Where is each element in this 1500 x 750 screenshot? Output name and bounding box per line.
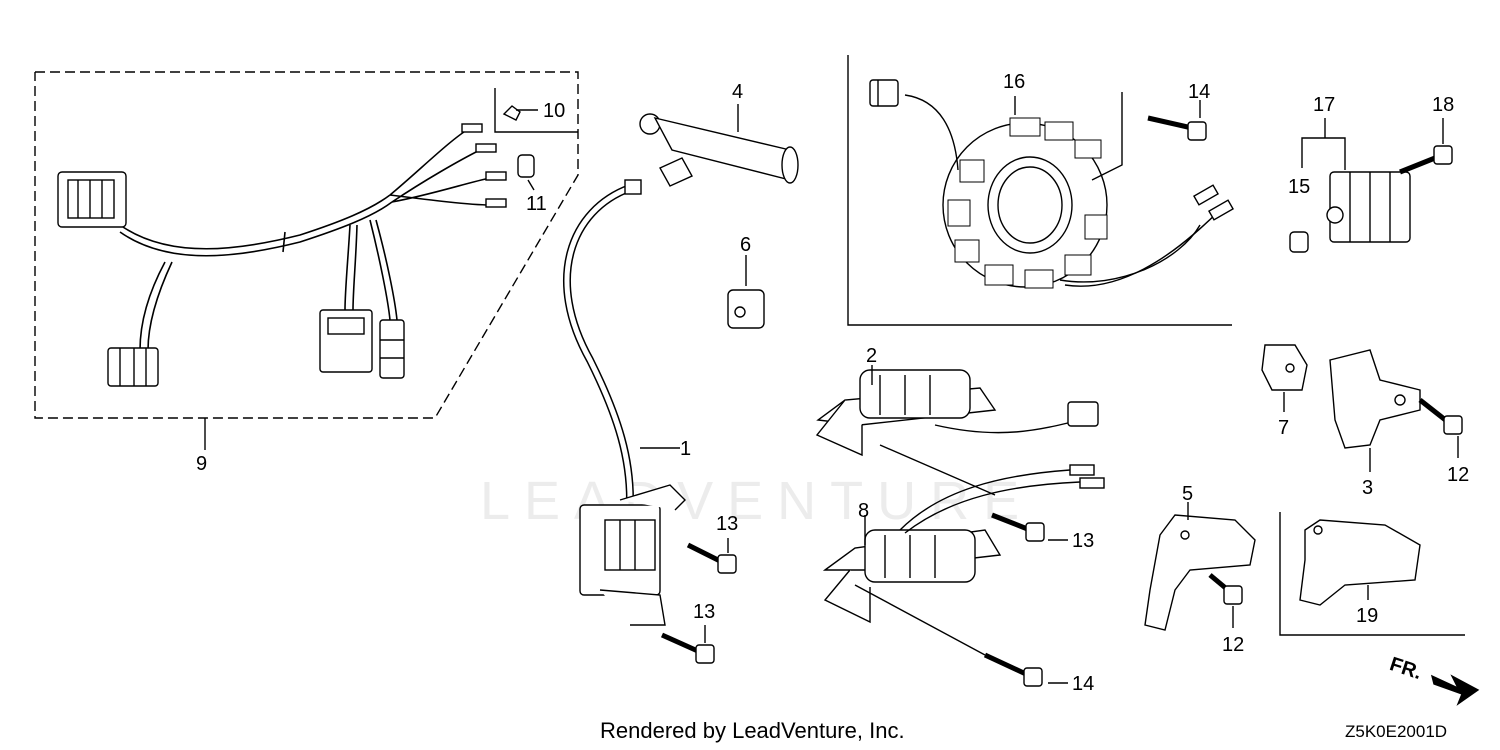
callout-4[interactable]: 4 xyxy=(732,81,743,103)
harness-connector-lower-left xyxy=(107,347,159,387)
wire-harness xyxy=(119,127,491,351)
front-direction-label: FR. xyxy=(1387,653,1424,684)
stator-assembly xyxy=(904,94,1226,289)
harness-terminals xyxy=(461,123,507,208)
callout-6[interactable]: 6 xyxy=(740,234,751,256)
coil-2 xyxy=(815,369,1081,457)
bolt-14-coil xyxy=(983,652,1043,687)
harness-group-frame xyxy=(34,71,579,419)
diagram-code: Z5K0E2001D xyxy=(1345,722,1448,741)
bolt-13-coil xyxy=(991,512,1045,542)
callout-18[interactable]: 18 xyxy=(1432,94,1454,116)
harness-subgroup-frame xyxy=(494,88,578,133)
bolt-18 xyxy=(1399,145,1453,175)
callout-7[interactable]: 7 xyxy=(1278,417,1289,439)
callout-5[interactable]: 5 xyxy=(1182,483,1193,505)
watermark-text: LEADVENTURE xyxy=(480,471,1034,531)
callout-14b[interactable]: 14 xyxy=(1072,673,1094,695)
part-15-bushing xyxy=(1289,231,1309,253)
callout-9[interactable]: 9 xyxy=(196,453,207,475)
callout-2[interactable]: 2 xyxy=(866,345,877,367)
callout-12a[interactable]: 12 xyxy=(1447,464,1469,486)
part-10-clip-icon xyxy=(502,105,521,121)
spark-plug-cap xyxy=(639,113,799,187)
front-direction-arrow-icon xyxy=(1430,674,1480,706)
harness-connector-main xyxy=(57,171,127,228)
part-7-clip xyxy=(1261,344,1308,391)
callout-3[interactable]: 3 xyxy=(1362,477,1373,499)
callout-19[interactable]: 19 xyxy=(1356,605,1378,627)
harness-connector-lower-center xyxy=(319,309,373,373)
callout-12b[interactable]: 12 xyxy=(1222,634,1244,656)
bolt-13-upper xyxy=(686,542,737,574)
bolt-13-lower xyxy=(660,632,715,664)
harness-connector-small xyxy=(379,319,405,379)
part-3-bracket xyxy=(1329,349,1421,449)
part-17-block xyxy=(1326,171,1411,243)
callout-1[interactable]: 1 xyxy=(680,438,691,460)
footer: Rendered by LeadVenture, Inc. Z5K0E2001D xyxy=(0,712,1500,750)
render-credit: Rendered by LeadVenture, Inc. xyxy=(600,718,905,743)
part-19-bracket xyxy=(1299,519,1421,606)
callout-8[interactable]: 8 xyxy=(858,500,869,522)
callout-17[interactable]: 17 xyxy=(1313,94,1335,116)
bolt-12-bracket5 xyxy=(1208,573,1243,605)
coil-8-terminals xyxy=(1069,464,1105,489)
callout-13c[interactable]: 13 xyxy=(1072,530,1094,552)
bolt-12-bracket3 xyxy=(1418,398,1463,435)
stator-connector xyxy=(869,79,899,107)
part-5-bracket xyxy=(1144,514,1256,631)
callout-14a[interactable]: 14 xyxy=(1188,81,1210,103)
diagram-drawing: 1 2 3 4 5 6 7 8 9 10 11 12 12 13 13 13 1… xyxy=(34,55,1480,706)
bracket-group-frame xyxy=(1279,512,1465,636)
callout-10[interactable]: 10 xyxy=(543,100,565,122)
callout-15[interactable]: 15 xyxy=(1288,176,1310,198)
part-6-grommet xyxy=(727,289,765,329)
bolt-14-stator xyxy=(1147,115,1207,141)
part-11-sleeve-icon xyxy=(517,154,535,178)
callout-11[interactable]: 11 xyxy=(526,193,547,215)
ignition-coil xyxy=(563,179,686,626)
callout-13a[interactable]: 13 xyxy=(716,513,738,535)
callout-16[interactable]: 16 xyxy=(1003,71,1025,93)
callout-13b[interactable]: 13 xyxy=(693,601,715,623)
stator-terminals xyxy=(1193,184,1234,221)
stator-group-frame xyxy=(847,55,1232,326)
coil-2-connector xyxy=(1067,401,1099,427)
coil-8 xyxy=(822,469,1081,624)
